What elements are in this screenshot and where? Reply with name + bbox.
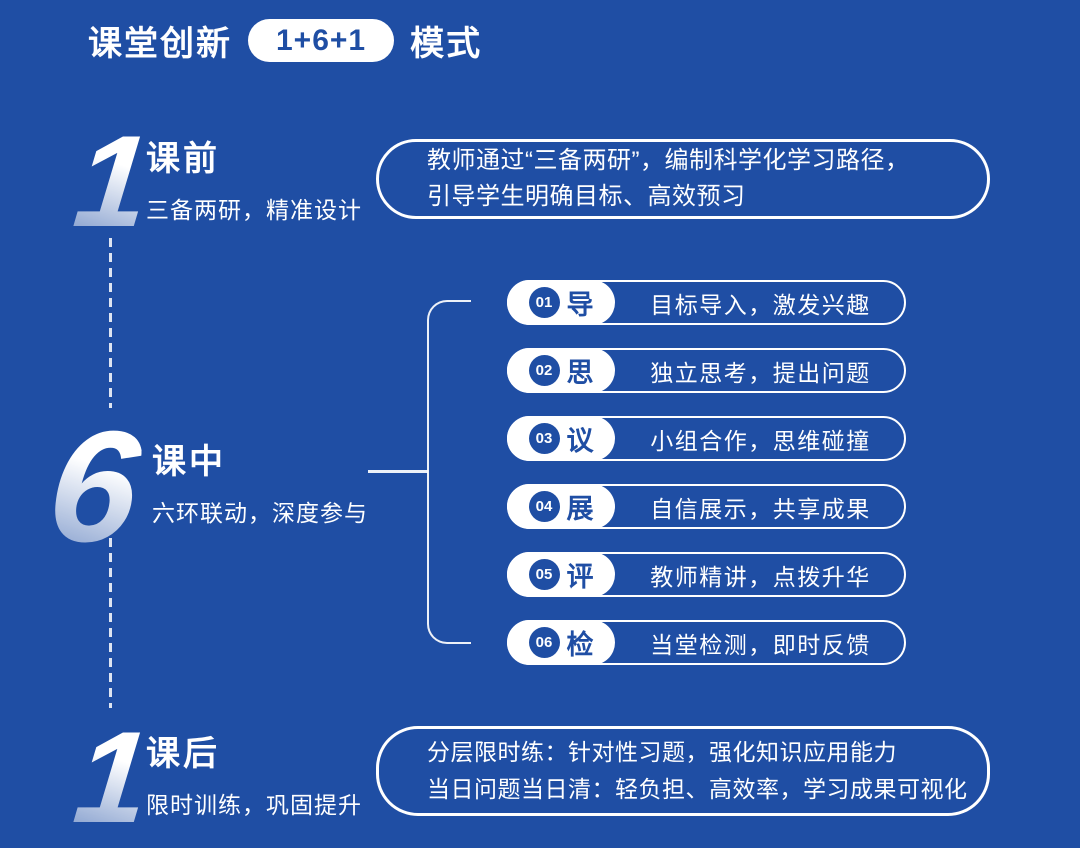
step-number-circle-4: 04 — [528, 490, 560, 522]
mid-section-number: 6 — [40, 399, 148, 575]
step-number-circle-1: 01 — [528, 286, 560, 318]
step-text-3: 小组合作，思维碰撞 — [650, 427, 871, 454]
pre-section-heading: 课前 三备两研，精准设计 — [146, 131, 362, 225]
title-prefix: 课堂创新 — [88, 25, 232, 63]
bracket-connector — [427, 300, 471, 644]
step-number-circle-2: 02 — [528, 354, 560, 386]
step-badge-3: 03 议 — [507, 415, 615, 461]
pre-info-box: 教师通过“三备两研”，编制科学化学习路径， 引导学生明确目标、高效预习 — [376, 139, 990, 219]
step-char-1: 导 — [566, 289, 594, 320]
step-pill-6: 06 检 当堂检测，即时反馈 — [507, 619, 906, 665]
step-number-circle-5: 05 — [528, 558, 560, 590]
step-badge-2: 02 思 — [507, 347, 615, 393]
step-text-5: 教师精讲，点拨升华 — [650, 563, 871, 590]
pre-info-line-1: 教师通过“三备两研”，编制科学化学习路径， — [427, 147, 910, 175]
mid-subtitle: 六环联动，深度参与 — [152, 500, 368, 526]
mid-heading: 课中 — [152, 443, 226, 481]
step-pill-1: 01 导 目标导入，激发兴趣 — [507, 279, 906, 325]
step-text-4: 自信展示，共享成果 — [650, 495, 871, 522]
step-pill-2: 02 思 独立思考，提出问题 — [507, 347, 906, 393]
step-number-circle-3: 03 — [528, 422, 560, 454]
dashed-connector-bottom — [109, 538, 112, 708]
step-pill-5: 05 评 教师精讲，点拨升华 — [507, 551, 906, 597]
pre-subtitle: 三备两研，精准设计 — [146, 197, 362, 223]
step-char-6: 检 — [566, 629, 594, 660]
title-badge-1-6-1: 1+6+1 — [248, 19, 395, 62]
post-subtitle: 限时训练，巩固提升 — [146, 792, 362, 818]
title-suffix: 模式 — [410, 25, 483, 63]
dashed-connector-top — [109, 238, 112, 408]
step-char-2: 思 — [566, 357, 594, 388]
pre-section-number: 1 — [68, 108, 156, 254]
step-text-6: 当堂检测，即时反馈 — [650, 631, 871, 658]
mid-section-heading: 课中 六环联动，深度参与 — [152, 434, 368, 528]
step-text-2: 独立思考，提出问题 — [650, 359, 871, 386]
step-text-1: 目标导入，激发兴趣 — [650, 291, 871, 318]
page-title: 课堂创新 1+6+1 模式 — [88, 16, 482, 65]
step-pill-4: 04 展 自信展示，共享成果 — [507, 483, 906, 529]
post-info-line-2: 当日问题当日清：轻负担、高效率，学习成果可视化 — [427, 776, 968, 802]
step-badge-6: 06 检 — [507, 619, 615, 665]
step-char-3: 议 — [566, 425, 594, 456]
post-info-box: 分层限时练：针对性习题，强化知识应用能力 当日问题当日清：轻负担、高效率，学习成… — [376, 726, 990, 816]
step-badge-4: 04 展 — [507, 483, 615, 529]
post-section-number: 1 — [68, 704, 156, 848]
post-section-heading: 课后 限时训练，巩固提升 — [146, 726, 362, 820]
step-char-5: 评 — [566, 561, 594, 592]
step-pill-3: 03 议 小组合作，思维碰撞 — [507, 415, 906, 461]
step-badge-5: 05 评 — [507, 551, 615, 597]
post-heading: 课后 — [146, 735, 220, 773]
pre-info-line-2: 引导学生明确目标、高效预习 — [427, 183, 746, 210]
step-char-4: 展 — [566, 493, 594, 524]
pre-heading: 课前 — [146, 140, 220, 178]
step-badge-1: 01 导 — [507, 279, 615, 325]
bracket-stub-line — [368, 470, 428, 473]
post-info-line-1: 分层限时练：针对性习题，强化知识应用能力 — [427, 739, 897, 766]
step-number-circle-6: 06 — [528, 626, 560, 658]
